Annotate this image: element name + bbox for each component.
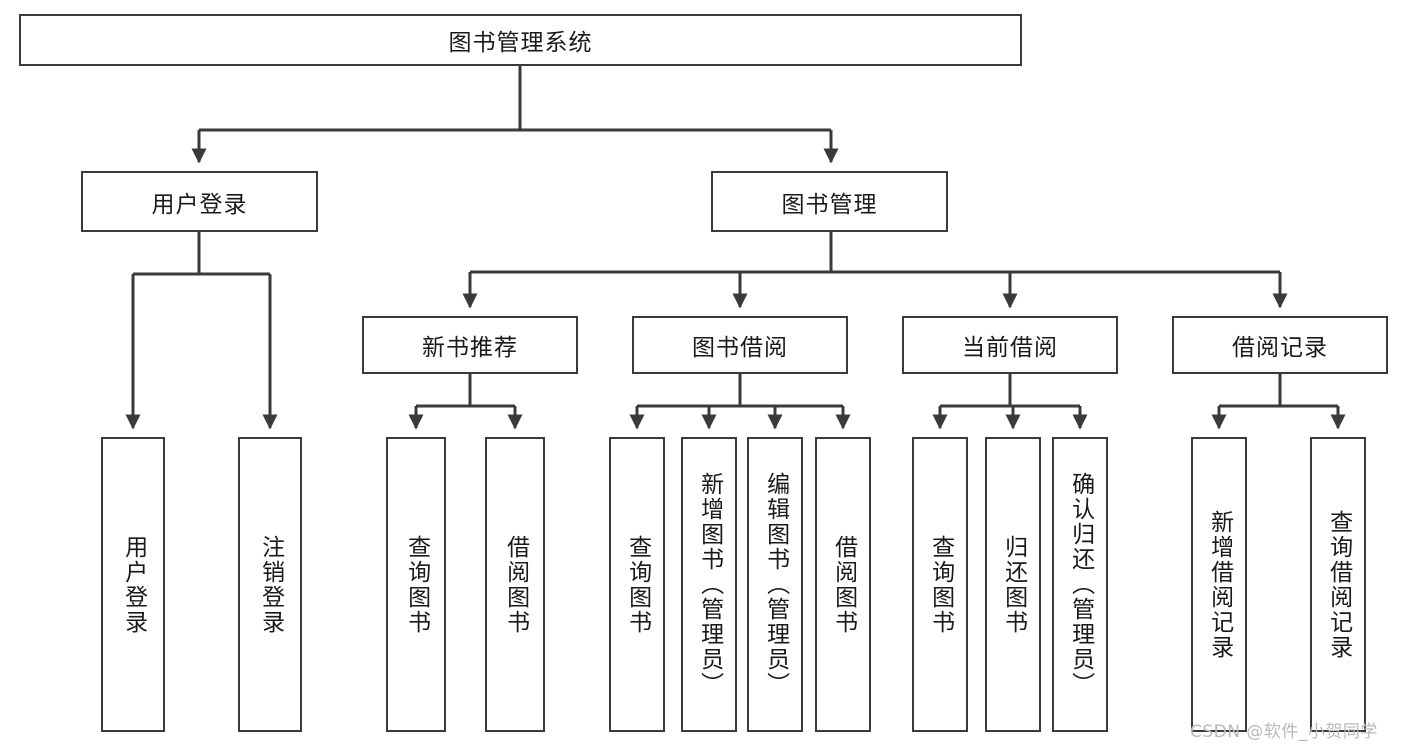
node-label: 新增图书（管理员） — [696, 472, 723, 697]
leaf-node-add-borrow-record[interactable]: 新增借阅记录 — [1191, 437, 1247, 732]
leaf-node-borrow-books[interactable]: 借阅图书 — [815, 437, 871, 732]
node-label: 确认归还（管理员） — [1067, 472, 1094, 697]
node-label: 当前借阅 — [962, 335, 1058, 361]
leaf-node-logout[interactable]: 注销登录 — [238, 437, 302, 732]
node-label: 用户登录 — [120, 534, 147, 635]
node-label: 新书推荐 — [422, 335, 518, 361]
node-label: 注销登录 — [257, 534, 284, 635]
node-current-borrow[interactable]: 当前借阅 — [902, 316, 1118, 374]
leaf-node-query-borrow-record[interactable]: 查询借阅记录 — [1310, 437, 1366, 732]
leaf-node-edit-book-admin[interactable]: 编辑图书（管理员） — [747, 437, 803, 732]
node-label: 借阅记录 — [1232, 335, 1328, 361]
leaf-node-query-books-borrow[interactable]: 查询图书 — [609, 437, 665, 732]
node-book-borrow[interactable]: 图书借阅 — [632, 316, 848, 374]
node-label: 查询借阅记录 — [1325, 509, 1352, 660]
node-label: 图书借阅 — [692, 335, 788, 361]
leaf-node-user-login[interactable]: 用户登录 — [101, 437, 165, 732]
leaf-node-borrow-books-new[interactable]: 借阅图书 — [485, 437, 545, 732]
node-label: 查询图书 — [403, 534, 430, 635]
node-book-management[interactable]: 图书管理 — [711, 171, 948, 232]
leaf-node-add-book-admin[interactable]: 新增图书（管理员） — [681, 437, 737, 732]
node-label: 图书管理系统 — [448, 30, 593, 56]
node-label: 归还图书 — [1000, 534, 1027, 635]
leaf-node-query-books-current[interactable]: 查询图书 — [912, 437, 968, 732]
node-label: 图书管理 — [781, 191, 878, 218]
node-new-book-recommend[interactable]: 新书推荐 — [362, 316, 578, 374]
leaf-node-query-books-new[interactable]: 查询图书 — [386, 437, 446, 732]
node-borrow-records[interactable]: 借阅记录 — [1172, 316, 1388, 374]
node-label: 编辑图书（管理员） — [762, 472, 789, 697]
node-label: 查询图书 — [624, 534, 651, 635]
node-label: 新增借阅记录 — [1206, 509, 1233, 660]
node-label: 借阅图书 — [502, 534, 529, 635]
leaf-node-confirm-return-admin[interactable]: 确认归还（管理员） — [1052, 437, 1108, 732]
node-user-login[interactable]: 用户登录 — [81, 171, 318, 232]
node-root[interactable]: 图书管理系统 — [19, 14, 1022, 66]
node-label: 用户登录 — [151, 191, 248, 218]
leaf-node-return-books[interactable]: 归还图书 — [985, 437, 1041, 732]
node-label: 借阅图书 — [830, 534, 857, 635]
csdn-watermark: CSDN @软件_小贺同学 — [1190, 722, 1378, 742]
node-label: 查询图书 — [927, 534, 954, 635]
